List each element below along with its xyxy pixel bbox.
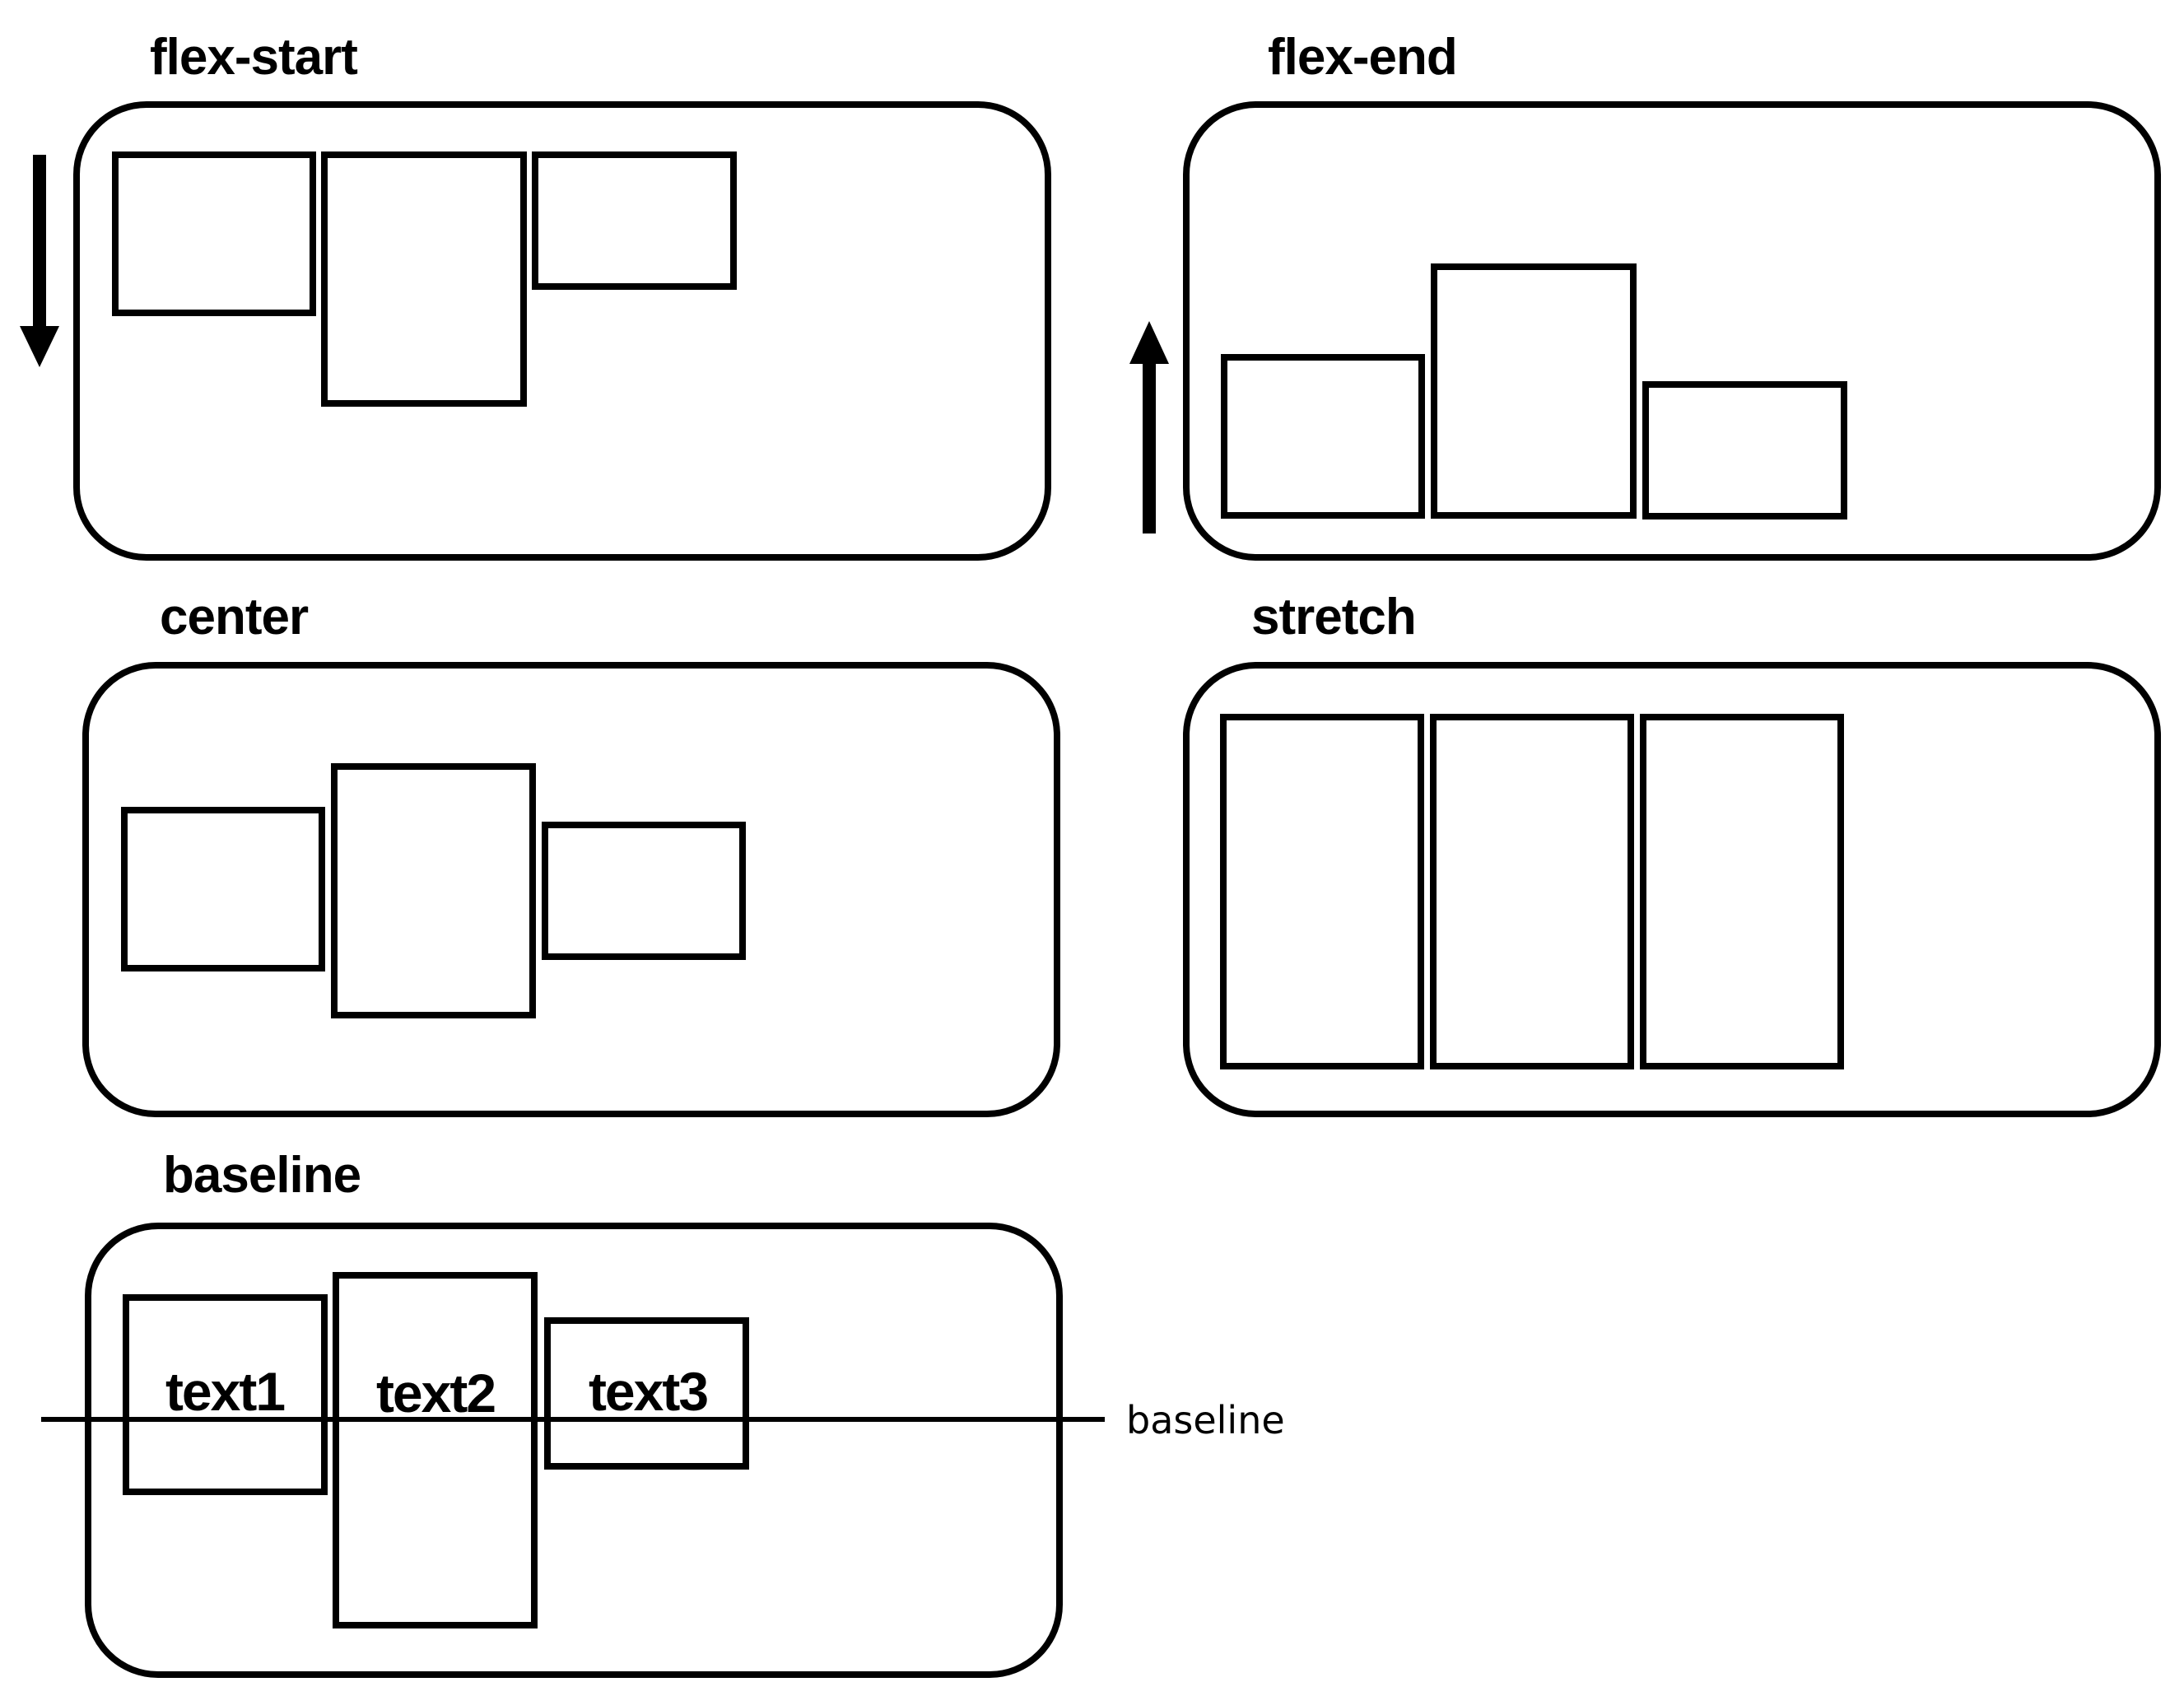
flex-item-3 — [1640, 714, 1844, 1069]
panel-title: flex-end — [1268, 29, 1457, 86]
flex-item-3 — [544, 1317, 749, 1470]
panel-flex-start: flex-start — [20, 29, 1051, 561]
down-arrow-icon — [20, 155, 59, 367]
panel-title: stretch — [1251, 589, 1416, 645]
flex-item-2 — [1431, 263, 1637, 519]
flex-container — [73, 101, 1051, 561]
up-arrow-icon — [1129, 321, 1169, 533]
flex-item-1 — [1221, 354, 1425, 519]
flex-item-3 — [532, 151, 737, 290]
panel-title: center — [160, 589, 309, 645]
flex-item-1 — [1220, 714, 1424, 1069]
panel-stretch: stretch — [1183, 589, 2161, 1117]
flex-container — [1183, 101, 2161, 561]
flex-container — [1183, 662, 2161, 1117]
flex-item-3 — [542, 822, 746, 960]
flex-item-3 — [1642, 381, 1847, 520]
panel-title: baseline — [163, 1147, 361, 1204]
item-text-3: text3 — [589, 1361, 707, 1422]
flex-item-2 — [333, 1272, 538, 1628]
panel-title: flex-start — [150, 29, 357, 86]
flex-item-2 — [321, 151, 527, 407]
flex-item-1 — [123, 1294, 328, 1495]
item-text-2: text2 — [376, 1363, 495, 1423]
baseline-line-label: baseline — [1126, 1398, 1285, 1442]
panel-baseline: baseline text1 text2 text3 baseline — [41, 1147, 1285, 1678]
panel-center: center — [82, 589, 1060, 1117]
flex-container — [82, 662, 1060, 1117]
flex-container — [85, 1223, 1063, 1678]
item-text-1: text1 — [165, 1361, 284, 1422]
flex-item-2 — [331, 763, 536, 1018]
panel-flex-end: flex-end — [1129, 29, 2161, 561]
flex-item-1 — [112, 151, 316, 316]
flex-item-2 — [1430, 714, 1634, 1069]
flex-item-1 — [121, 807, 325, 971]
